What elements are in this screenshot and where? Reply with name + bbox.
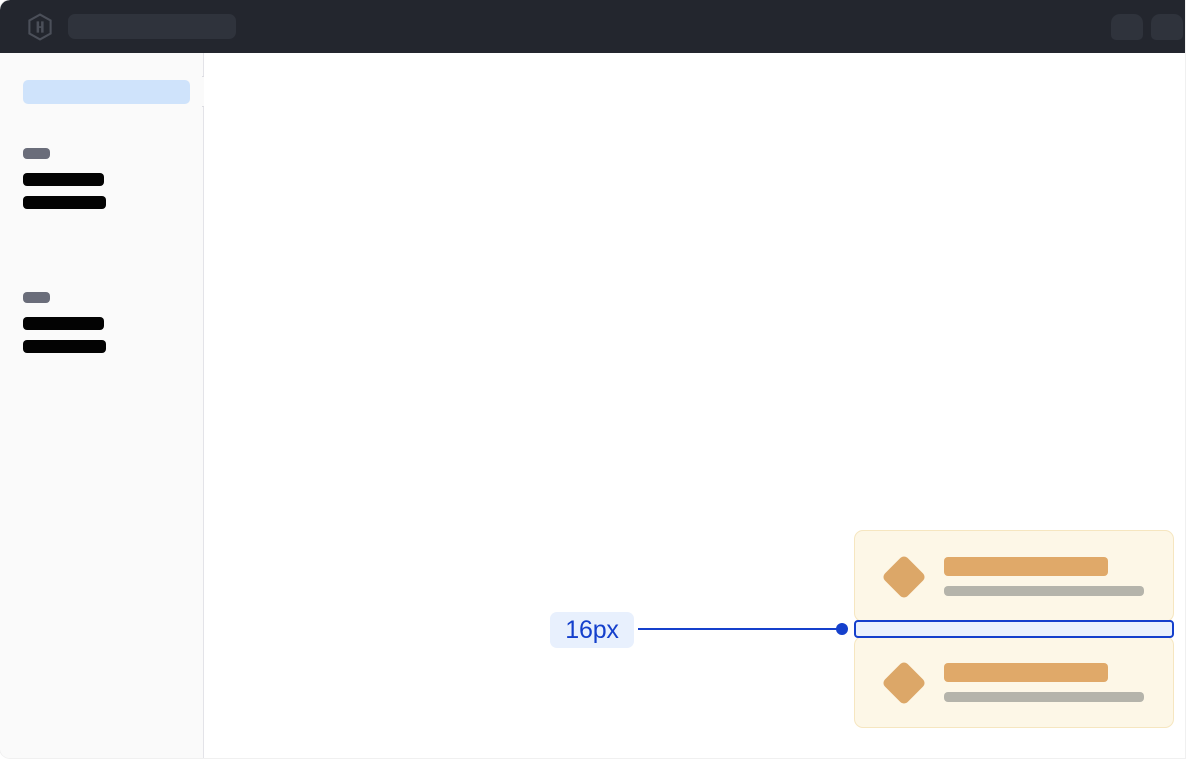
main-canvas xyxy=(204,53,1185,758)
gap-measurement-label: 16px xyxy=(565,615,619,644)
card-subtitle xyxy=(944,692,1144,702)
sidebar-group-2 xyxy=(23,292,106,353)
sidebar-item[interactable] xyxy=(23,173,104,186)
gap-measurement-leader-line xyxy=(638,628,843,630)
sidebar-item[interactable] xyxy=(23,317,104,330)
card-bottom[interactable] xyxy=(854,636,1174,728)
header-search-input[interactable] xyxy=(68,14,236,39)
diamond-icon xyxy=(881,660,927,706)
diamond-icon xyxy=(881,554,927,600)
header-action-one[interactable] xyxy=(1111,14,1143,40)
card-title xyxy=(944,557,1108,576)
gap-measurement-endpoint-dot xyxy=(836,623,848,635)
gap-measurement-badge: 16px xyxy=(550,612,634,648)
gap-measurement-box xyxy=(854,620,1174,638)
sidebar xyxy=(0,53,204,758)
sidebar-group-1 xyxy=(23,148,106,209)
sidebar-item-selected[interactable] xyxy=(23,80,190,104)
sidebar-group-label xyxy=(23,292,50,303)
card-title xyxy=(944,663,1108,682)
sidebar-item[interactable] xyxy=(23,340,106,353)
sidebar-item[interactable] xyxy=(23,196,106,209)
card-subtitle xyxy=(944,586,1144,596)
top-bar xyxy=(0,0,1185,53)
sidebar-group-label xyxy=(23,148,50,159)
header-action-two[interactable] xyxy=(1151,14,1183,40)
card-top[interactable] xyxy=(854,530,1174,622)
hashicorp-logo-icon[interactable] xyxy=(26,13,54,41)
